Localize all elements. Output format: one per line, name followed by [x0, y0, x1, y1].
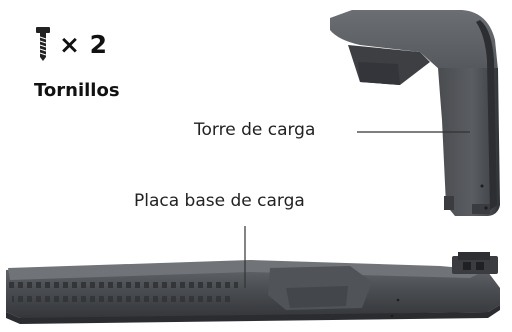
- charging-tower: [330, 10, 500, 216]
- screw-count: × 2: [59, 29, 108, 59]
- screw-quantity: × 2: [35, 24, 108, 64]
- tower-label: Torre de carga: [194, 120, 316, 140]
- screw-icon: [36, 27, 50, 61]
- base-plate-label: Placa base de carga: [134, 191, 305, 211]
- charging-base-plate: [6, 252, 500, 324]
- screws-label: Tornillos: [34, 80, 120, 101]
